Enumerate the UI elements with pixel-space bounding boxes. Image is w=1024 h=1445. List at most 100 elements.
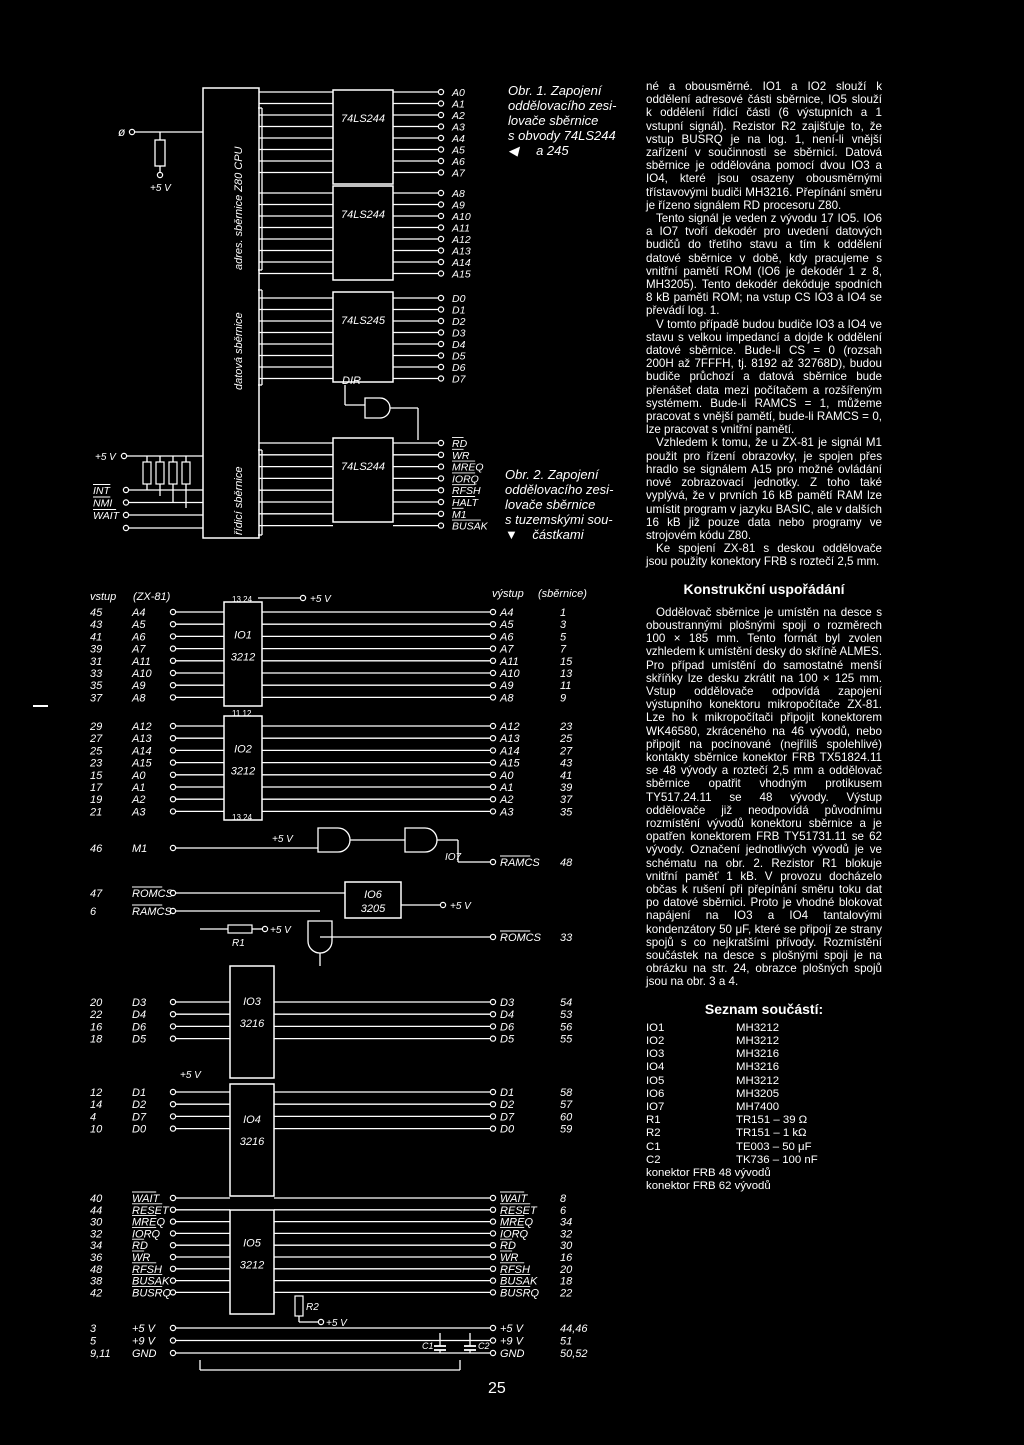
buffer-chip [332,437,394,523]
address-pin-label: A8 [451,188,465,200]
input-label: WAIT [93,510,121,522]
output-signal: A15 [499,758,520,770]
output-pin-number: 11 [560,680,571,692]
output-pin-number: 16 [560,1252,573,1264]
header-input: vstup [90,591,116,603]
terminal [437,270,445,277]
terminal [489,1241,497,1249]
input-pin-number: 35 [90,680,103,692]
supply-label: +5 V [270,925,292,936]
part-value: TR151 – 39 Ω [736,1114,808,1127]
chip-type: 74LS244 [341,461,385,473]
input-pin-number: 42 [90,1287,102,1299]
chip-type: 74LS245 [341,315,386,327]
output-signal: A8 [499,692,514,704]
paragraph: Tento signál je veden z vývodu 17 IO5. I… [646,212,882,318]
output-signal: A0 [499,770,514,782]
output-pin-number: 32 [560,1228,572,1240]
output-signal: GND [500,1348,525,1360]
output-signal: RFSH [500,1264,530,1276]
input-signal: +5 V [132,1323,157,1335]
input-signal: A14 [131,745,152,757]
terminal [437,375,445,382]
input-pin-number: 29 [89,721,102,733]
terminal [169,682,177,689]
output-pin-number: 58 [560,1087,573,1099]
output-pin-number: 35 [560,806,573,818]
terminal [437,123,445,130]
terminal [122,499,130,506]
phi-label: ø [118,125,126,139]
input-pin-number: 38 [90,1276,103,1288]
terminal [437,340,445,348]
output-signal: IORQ [500,1228,529,1240]
terminal [437,201,445,208]
input-pin-number: 39 [90,644,102,656]
address-pin-label: A7 [451,168,466,180]
terminal [437,247,445,254]
output-signal: D0 [500,1124,515,1136]
data-pin-label: D0 [452,293,466,305]
input-signal: BUSRQ [132,1287,172,1299]
supply-label: +5 V [310,594,332,605]
output-pin-number: 48 [560,857,573,869]
input-signal: M1 [132,843,147,855]
terminal [169,759,177,766]
ic-type: 3212 [231,765,255,777]
input-signal: A13 [131,733,152,745]
terminal [489,1337,497,1344]
terminal [437,475,445,482]
output-signal: A3 [499,806,514,818]
input-signal: MREQ [132,1217,165,1229]
input-signal: A6 [131,631,146,643]
part-value: TR151 – 1 kΩ [736,1127,807,1140]
output-pin-number: 44,46 [560,1323,588,1335]
terminal [169,608,177,616]
control-pin-label: RFSH [452,485,481,497]
terminal [317,1318,325,1326]
input-pin-number: 21 [89,806,102,818]
address-pin-label: A6 [451,156,465,168]
data-pin-label: D2 [452,316,466,328]
terminal [437,100,445,107]
terminal [169,1277,177,1284]
input-pin-number: 41 [90,631,102,643]
r1-label: R1 [232,938,245,949]
terminal [169,633,177,640]
output-pin-number: 54 [560,997,572,1009]
terminal [437,146,445,153]
terminal [169,722,177,730]
control-pin-label: WR [452,450,470,462]
output-pin-number: 60 [560,1111,573,1123]
resistor [154,139,166,167]
section-heading: Konstrukční uspořádání [683,580,845,597]
resistor [142,461,152,485]
terminal [489,645,497,652]
terminal [489,633,497,640]
output-signal: BUSAK [500,1276,538,1288]
input-pin-number: 4 [90,1111,96,1123]
pin-number: 11 12 [232,709,252,718]
terminal [169,998,177,1006]
input-pin-number: 18 [90,1034,103,1046]
input-pin-number: 16 [90,1021,103,1033]
nand-gate [307,920,333,954]
terminal [489,1289,497,1296]
terminal [489,1035,497,1042]
input-pin-number: 19 [90,794,102,806]
address-pin-label: A15 [451,269,471,281]
ic-block [344,881,402,919]
terminal [489,771,497,779]
data-pin-label: D1 [452,305,465,317]
terminal [261,925,269,933]
z80-cpu-box [202,87,260,539]
output-signal: D1 [500,1087,514,1099]
terminal [169,889,177,897]
part-ref: R2 [646,1127,661,1140]
data-pin-label: D7 [452,374,467,386]
